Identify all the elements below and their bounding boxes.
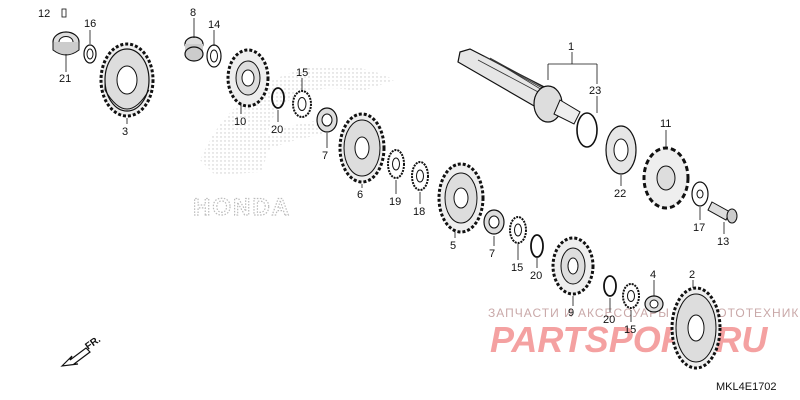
part-16-washer [83,44,97,64]
part-12-pin [61,8,67,18]
front-direction-arrow: FR. [60,334,103,367]
part-20-circlip [271,87,285,109]
part-9-gear [551,236,595,296]
callout-15-lower: 15 [511,262,523,274]
callout-17: 17 [693,222,705,234]
brand-watermark: PARTSPORT.RU [490,319,768,360]
callout-15-third: 15 [624,324,636,336]
callout-9: 9 [568,307,574,319]
callout-7: 7 [322,150,328,162]
part-4-bushing [644,295,664,313]
part-23-circlip [576,112,598,148]
honda-logo-watermark: HONDA [193,194,291,221]
part-2-gear [670,286,722,370]
part-15-splined-washer-third [622,283,640,309]
part-14-washer [206,44,222,68]
callout-19: 19 [389,196,401,208]
part-8-bushing [184,36,204,62]
callout-1: 1 [568,41,574,53]
shop-watermark: ЗАПЧАСТИ И АКСЕССУАРЫ ДЛЯ МОТОТЕХНИКИ [488,306,800,320]
callout-20-lower: 20 [530,270,542,282]
part-22-oil-seal [605,125,637,175]
callout-14: 14 [208,19,220,31]
part-1-mainshaft [457,48,581,125]
honda-wing-watermark [200,65,395,175]
callout-10: 10 [234,116,246,128]
callout-13: 13 [717,236,729,248]
callout-3: 3 [122,126,128,138]
part-20-circlip-third [603,275,617,297]
callout-12: 12 [38,8,50,20]
part-20-circlip-lower [530,234,544,258]
callout-20-third: 20 [603,314,615,326]
callout-15: 15 [296,67,308,79]
part-18-lock-washer [411,161,429,191]
callout-20: 20 [271,124,283,136]
part-7-bearing [316,107,338,133]
part-5-gear [437,162,485,234]
callout-21: 21 [59,73,71,85]
drawing-code: MKL4E1702 [716,381,777,393]
callout-18: 18 [413,206,425,218]
part-11-sprocket [642,146,690,210]
callout-7-lower: 7 [489,248,495,260]
callout-11: 11 [660,118,671,130]
callout-23: 23 [589,85,601,97]
part-17-washer [691,181,709,207]
leader-lines [65,18,725,322]
part-15-splined-washer [292,90,312,118]
callout-22: 22 [614,188,626,200]
part-3-gear [99,42,155,118]
callout-16: 16 [84,18,96,30]
callout-6: 6 [357,189,363,201]
callout-8: 8 [190,7,196,19]
callout-4: 4 [650,269,656,281]
part-7-bearing-lower [483,209,505,235]
part-19-splined-washer [387,149,405,179]
part-6-gear [338,112,386,184]
part-13-bolt [707,201,738,224]
callout-5: 5 [450,240,456,252]
part-10-gear [226,48,270,108]
part-21-needle-bearing [52,31,80,56]
callout-2: 2 [689,269,695,281]
part-15-splined-washer-lower [509,216,527,244]
